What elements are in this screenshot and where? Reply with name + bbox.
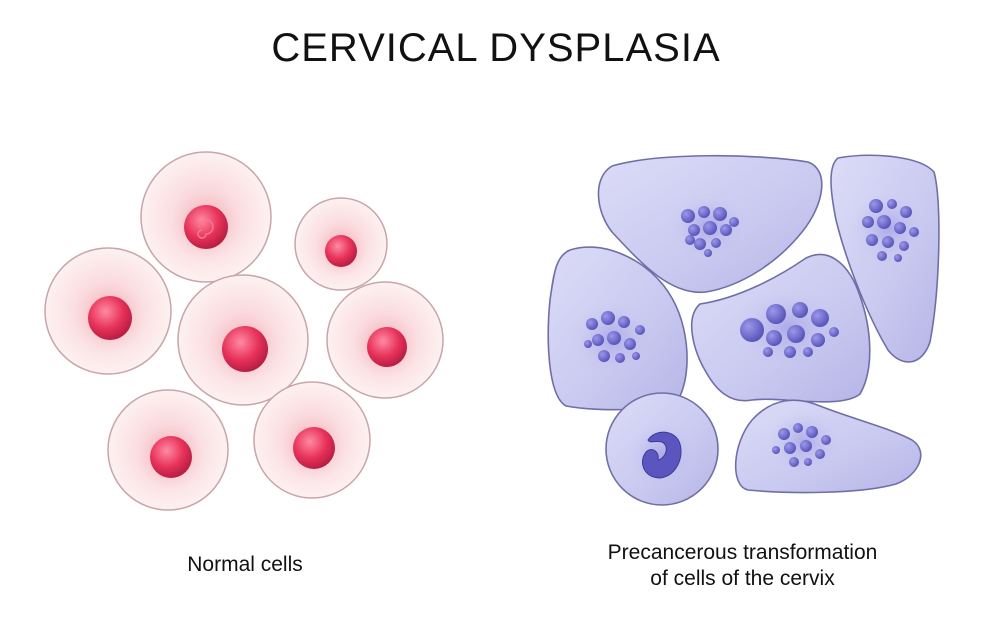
dysplastic-cell (830, 154, 940, 363)
normal-cell (253, 381, 371, 499)
dysplastic-cell (690, 253, 871, 403)
normal-cell (326, 281, 444, 399)
dysplastic-cell (734, 399, 922, 494)
diagram-title: CERVICAL DYSPLASIA (271, 26, 721, 70)
dysplastic-cell (605, 392, 719, 506)
normal-cells-caption: Normal cells (187, 553, 303, 576)
precancerous-caption-line1: Precancerous transformation (607, 541, 878, 564)
dysplastic-cells-group (547, 154, 940, 506)
dysplastic-cell (597, 154, 823, 294)
normal-cell (140, 151, 272, 283)
normal-cell (177, 274, 309, 406)
normal-cell (107, 389, 229, 511)
dysplastic-cell (547, 246, 688, 411)
precancerous-cells-caption: Precancerous transformation of cells of … (565, 540, 920, 592)
precancerous-caption-line2: of cells of the cervix (650, 567, 835, 590)
normal-cell (44, 247, 172, 375)
normal-cells-group (44, 151, 444, 511)
normal-cell (294, 197, 388, 291)
